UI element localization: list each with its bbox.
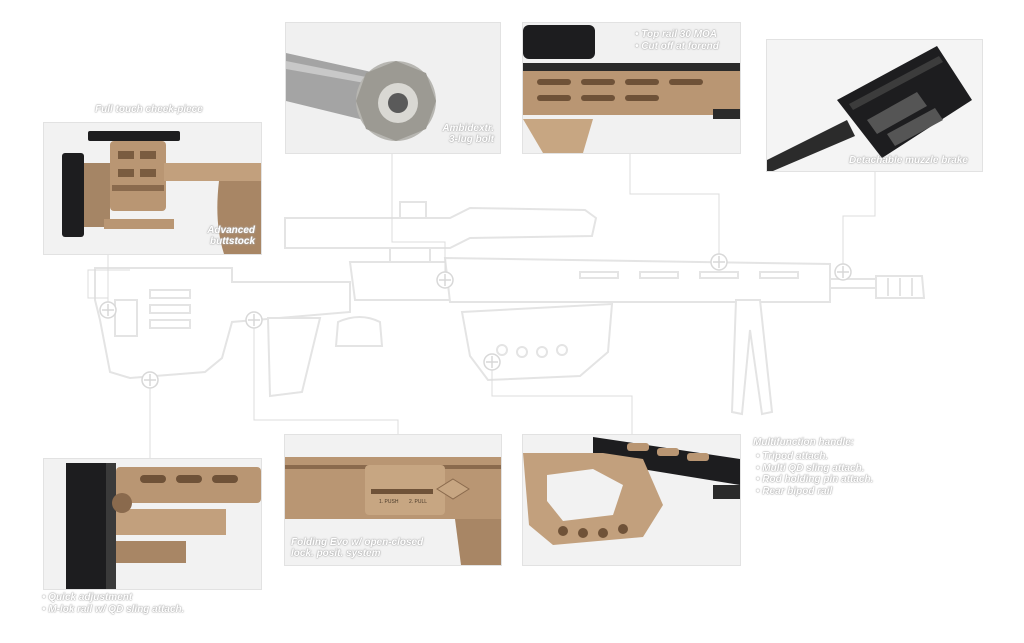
crosshair-marker-icon xyxy=(483,353,501,371)
folding-detail-panel: 1. PUSH 2. PULL Folding Evo w/ open-clos… xyxy=(284,434,502,566)
top-rail-bullets: Top rail 30 MOA Cut off at forend xyxy=(635,29,719,52)
bolt-caption: Ambidextr. 3-lug bolt xyxy=(442,123,494,145)
bolt-caption-line-1: Ambidextr. xyxy=(442,123,494,134)
muzzle-brake-illustration xyxy=(767,40,982,171)
adjustment-detail-panel xyxy=(43,458,262,590)
crosshair-marker-icon xyxy=(436,271,454,289)
crosshair-marker-icon xyxy=(245,311,263,329)
crosshair-marker-icon xyxy=(834,263,852,281)
top-rail-bullet-2: Cut off at forend xyxy=(635,41,719,53)
bolt-detail-panel: Ambidextr. 3-lug bolt xyxy=(285,22,501,154)
scope-silhouette xyxy=(284,206,598,249)
muzzle-brake-caption: Detachable muzzle brake xyxy=(849,155,968,166)
buttstock-detail-panel: Advanced buttstock xyxy=(43,122,262,255)
bolt-illustration xyxy=(286,23,500,153)
handle-bullet-2: Multi QD sling attach. xyxy=(756,463,873,475)
adjustment-bullet-2: M-lok rail w/ QD sling attach. xyxy=(42,604,184,616)
adjustment-bullet-1: Quick adjustment xyxy=(42,592,184,604)
handle-bullet-4: Rear bipod rail xyxy=(756,486,873,498)
buttstock-illustration xyxy=(44,123,261,254)
fold-label-push: 1. PUSH xyxy=(379,499,399,505)
scope-mount xyxy=(389,247,431,263)
top-rail-detail-panel: Top rail 30 MOA Cut off at forend xyxy=(522,22,741,154)
handguard-silhouette xyxy=(443,256,831,303)
folding-caption-line-1: Folding Evo w/ open-closed xyxy=(291,537,424,548)
handle-illustration xyxy=(523,435,740,565)
grip-silhouette xyxy=(266,317,322,398)
barrel-silhouette xyxy=(829,278,879,289)
handle-bullet-3: Rod holding pin attach. xyxy=(756,474,873,486)
adjustment-illustration xyxy=(44,459,261,589)
muzzle-brake-detail-panel: Detachable muzzle brake xyxy=(766,39,983,172)
buttstock-caption-line-2: buttstock xyxy=(210,236,255,247)
crosshair-markers xyxy=(99,253,852,389)
buttstock-caption: Advanced buttstock xyxy=(207,225,255,247)
folding-illustration: 1. PUSH 2. PULL xyxy=(285,435,501,565)
handle-bullets: Tripod attach. Multi QD sling attach. Ro… xyxy=(756,451,873,497)
bolt-caption-line-2: 3-lug bolt xyxy=(449,134,494,145)
folding-caption: Folding Evo w/ open-closed lock. posit. … xyxy=(291,537,423,559)
scope-turret xyxy=(399,201,427,219)
fold-label-pull: 2. PULL xyxy=(409,499,427,505)
handle-silhouette xyxy=(460,302,614,382)
cheek-piece-caption: Full touch cheek-piece xyxy=(95,104,203,115)
handle-detail-panel xyxy=(522,434,741,566)
crosshair-marker-icon xyxy=(710,253,728,271)
top-rail-bullet-1: Top rail 30 MOA xyxy=(635,29,719,41)
bipod-silhouette xyxy=(730,299,774,416)
adjustment-bullets: Quick adjustment M-lok rail w/ QD sling … xyxy=(42,592,184,615)
handle-title: Multifunction handle: xyxy=(753,437,855,448)
crosshair-marker-icon xyxy=(141,371,159,389)
handle-bullet-1: Tripod attach. xyxy=(756,451,873,463)
buttstock-caption-line-1: Advanced xyxy=(207,225,255,236)
crosshair-marker-icon xyxy=(99,301,117,319)
trigger-guard-silhouette xyxy=(334,316,384,347)
folding-caption-line-2: lock. posit. system xyxy=(291,548,381,559)
